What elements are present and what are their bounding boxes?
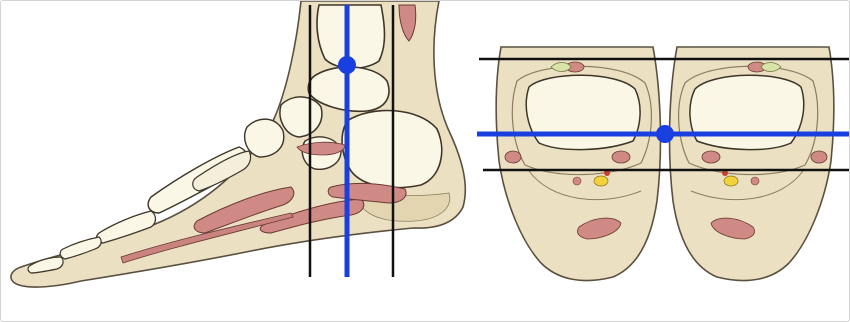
axial-right-fat-yellow [724,176,738,186]
axial-left-muscle-inner [612,151,630,163]
axial-section-left [496,47,660,281]
axial-left-fat-yellow [594,176,608,186]
sagittal-plane-handle[interactable] [338,56,356,74]
axial-left-vessel [573,177,581,185]
cuneiform-bone [245,119,284,157]
axial-right-muscle-inner [702,151,720,163]
axial-left-bone [526,75,640,149]
axial-plane-handle[interactable] [656,125,674,143]
sagittal-foot-view [11,1,465,287]
axial-left-muscle-side [505,151,521,163]
axial-right-bone [690,75,804,149]
axial-section-right [670,47,834,281]
axial-right-muscle-side [811,151,827,163]
axial-right-vessel [751,177,759,185]
